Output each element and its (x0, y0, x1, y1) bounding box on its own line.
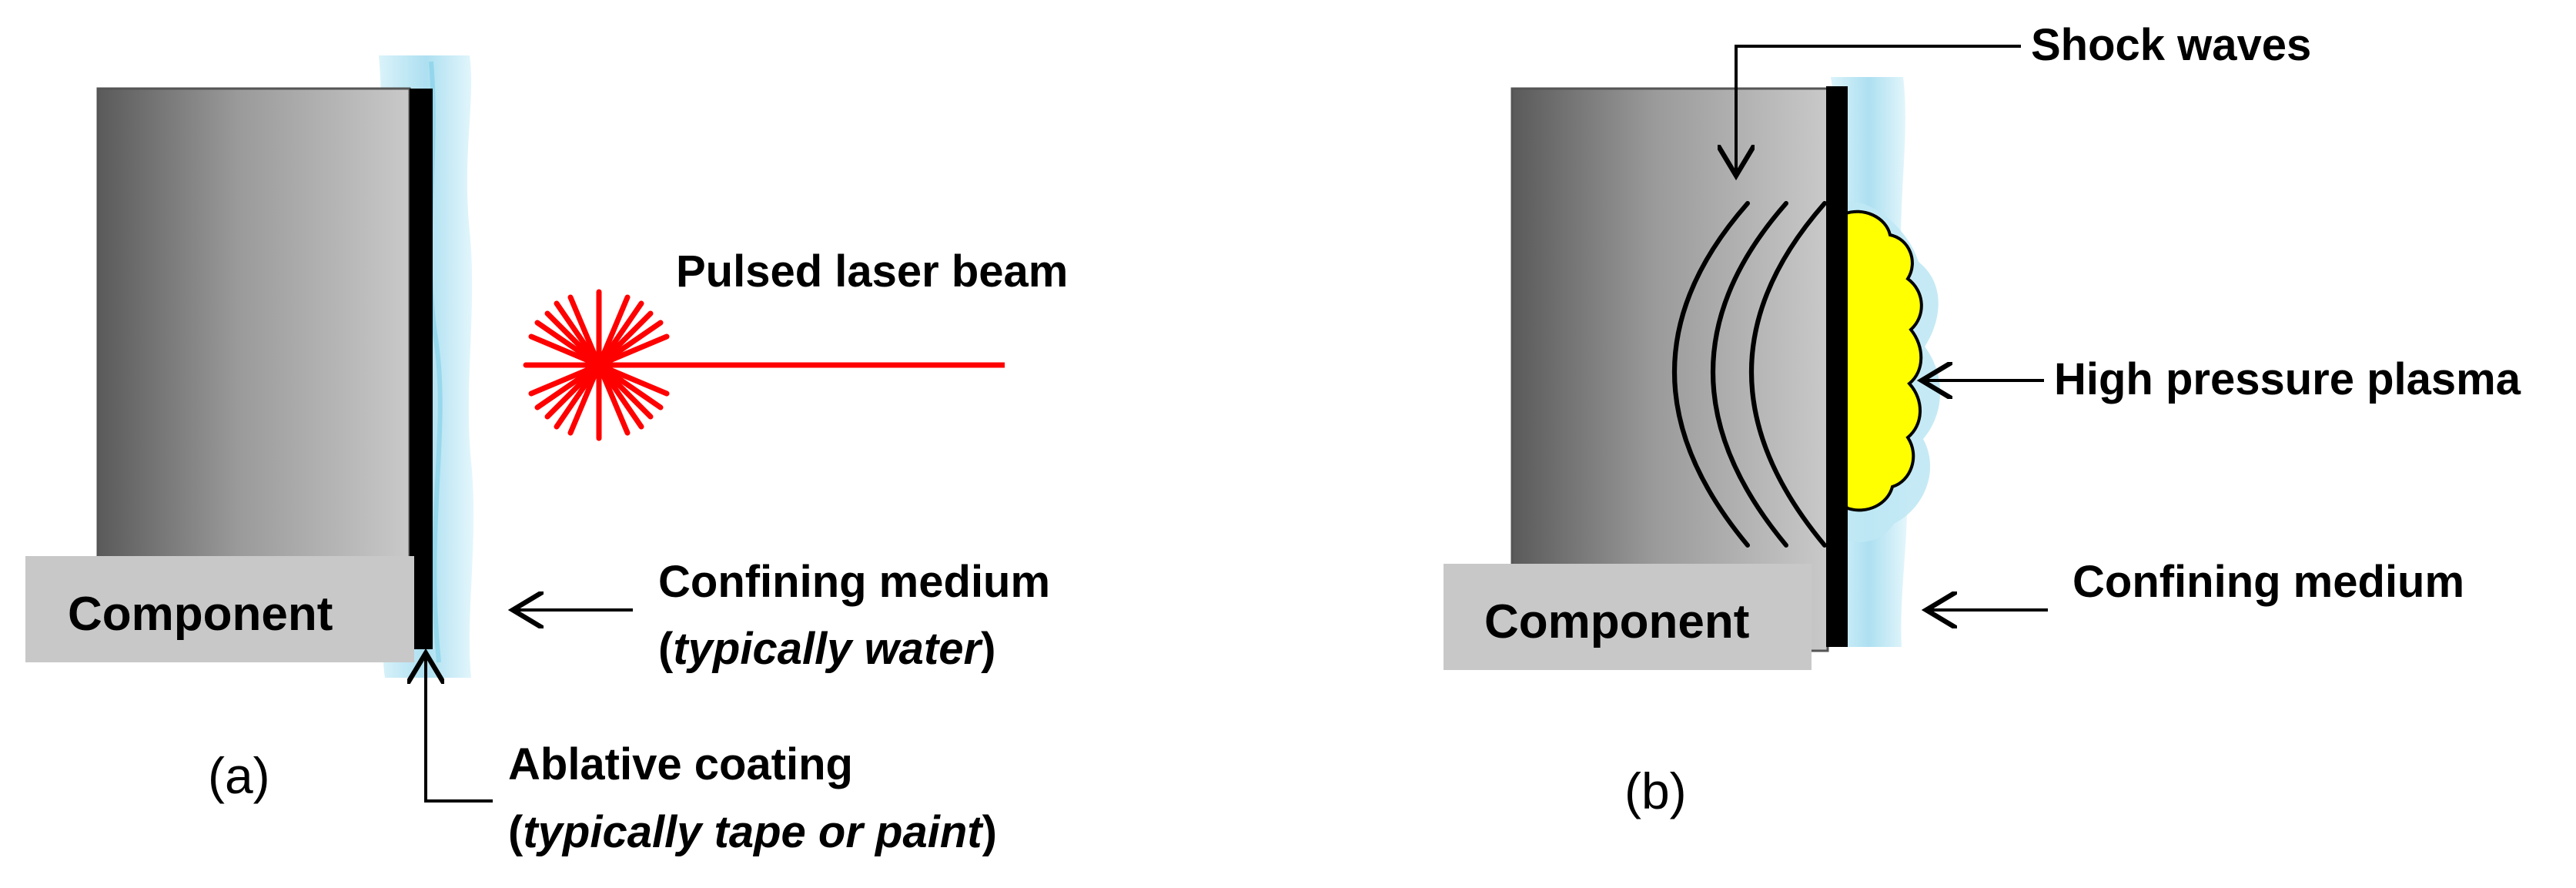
ablative-label-a: Ablative coating (508, 739, 853, 789)
component-label-box-a (25, 556, 414, 662)
component-label-b: Component (1484, 595, 1749, 648)
shock-label-b: Shock waves (2031, 20, 2311, 70)
confining-sublabel-a: (typically water) (658, 624, 995, 674)
ablative-arrow-a (426, 653, 493, 803)
panel-a: Component Pulsed laser beam Confining me… (25, 55, 1068, 857)
caption-b: (b) (1624, 762, 1687, 819)
panel-b: Component Shock waves High pressure plas… (1444, 20, 2521, 819)
shock-arrow-b (1736, 45, 2021, 176)
laser-label: Pulsed laser beam (676, 246, 1068, 297)
plasma-b (1842, 209, 1923, 512)
ablative-sublabel-a: (typically tape or paint) (508, 807, 997, 857)
component-label-box-b (1444, 564, 1812, 670)
component-block-b (1510, 87, 1829, 652)
ablative-coating-a (410, 89, 433, 649)
ablative-coating-b (1826, 86, 1848, 647)
plasma-label-b: High pressure plasma (2054, 354, 2521, 404)
shock-waves (1672, 201, 1827, 548)
component-block-a (96, 87, 411, 648)
confining-label-b: Confining medium (2073, 557, 2464, 607)
component-label-a: Component (68, 588, 333, 641)
water-ripple-a (427, 61, 443, 663)
caption-a: (a) (208, 747, 270, 804)
confining-label-a: Confining medium (658, 557, 1050, 607)
